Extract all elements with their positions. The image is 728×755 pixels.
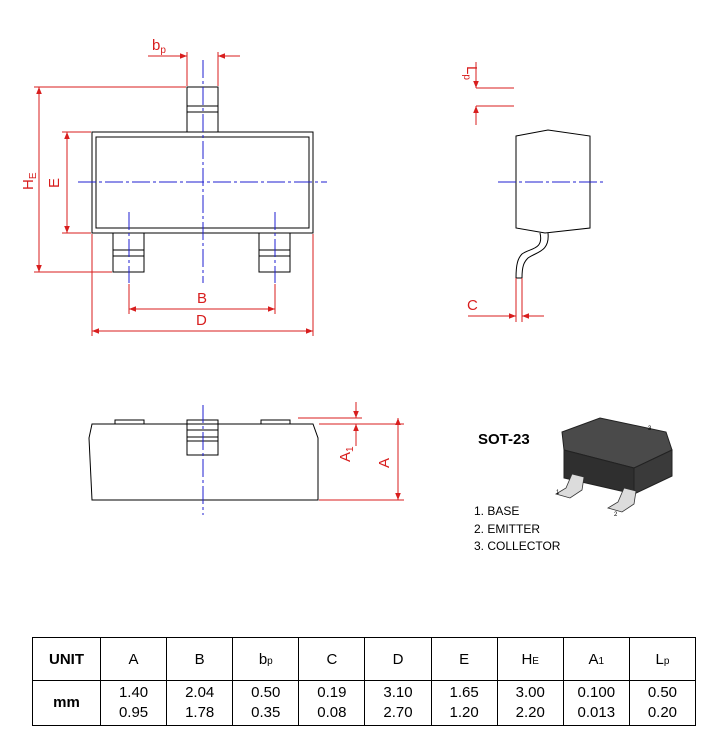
pin-item-base: 1. BASE bbox=[474, 504, 519, 518]
label-bp: bp bbox=[152, 37, 166, 56]
package-title: SOT-23 bbox=[478, 431, 530, 448]
top-dimension-labels: bp HE E B D bbox=[20, 37, 207, 329]
pin-number-3: 3 bbox=[648, 426, 652, 432]
pin-list: 1. BASE 2. EMITTER 3. COLLECTOR bbox=[474, 504, 561, 553]
col-header-a1: A1 bbox=[562, 637, 630, 681]
unit-cell: mm bbox=[32, 680, 101, 726]
top-centerlines bbox=[78, 60, 327, 283]
label-lp: Lp bbox=[461, 66, 480, 80]
pin-number-2: 2 bbox=[614, 512, 618, 518]
side-body bbox=[515, 129, 591, 234]
front-dimension-labels: A1 A bbox=[337, 446, 393, 468]
side-dimensions bbox=[468, 62, 544, 322]
label-he: HE bbox=[20, 172, 39, 190]
col-header-b: B bbox=[166, 637, 234, 681]
package-3d-illustration: 3 1 2 bbox=[555, 417, 673, 518]
col-header-a: A bbox=[99, 637, 168, 681]
col-header-he: HE bbox=[496, 637, 564, 681]
table-header-row: UNIT A B bp C D E HE A1 Lp bbox=[32, 637, 697, 681]
pin-item-emitter: 2. EMITTER bbox=[474, 522, 540, 536]
package-drawing: bp HE E B D Lp C bbox=[20, 37, 673, 553]
col-header-bp: bp bbox=[232, 637, 300, 681]
top-dimensions bbox=[34, 52, 314, 336]
col-header-c: C bbox=[298, 637, 366, 681]
side-lead bbox=[515, 232, 549, 279]
front-body bbox=[88, 423, 319, 501]
label-a: A bbox=[376, 458, 393, 468]
col-header-lp: Lp bbox=[628, 637, 697, 681]
label-e: E bbox=[46, 178, 63, 188]
col-header-e: E bbox=[430, 637, 498, 681]
pin-item-collector: 3. COLLECTOR bbox=[474, 539, 561, 553]
side-dimension-labels: Lp C bbox=[461, 66, 480, 314]
label-b: B bbox=[197, 290, 207, 307]
label-d: D bbox=[196, 312, 207, 329]
label-c: C bbox=[467, 297, 478, 314]
side-view bbox=[515, 129, 591, 279]
unit-header: UNIT bbox=[32, 637, 101, 681]
pin-number-1: 1 bbox=[556, 490, 560, 496]
col-header-d: D bbox=[364, 637, 432, 681]
label-a1: A1 bbox=[337, 446, 356, 462]
front-dimensions bbox=[298, 402, 404, 501]
